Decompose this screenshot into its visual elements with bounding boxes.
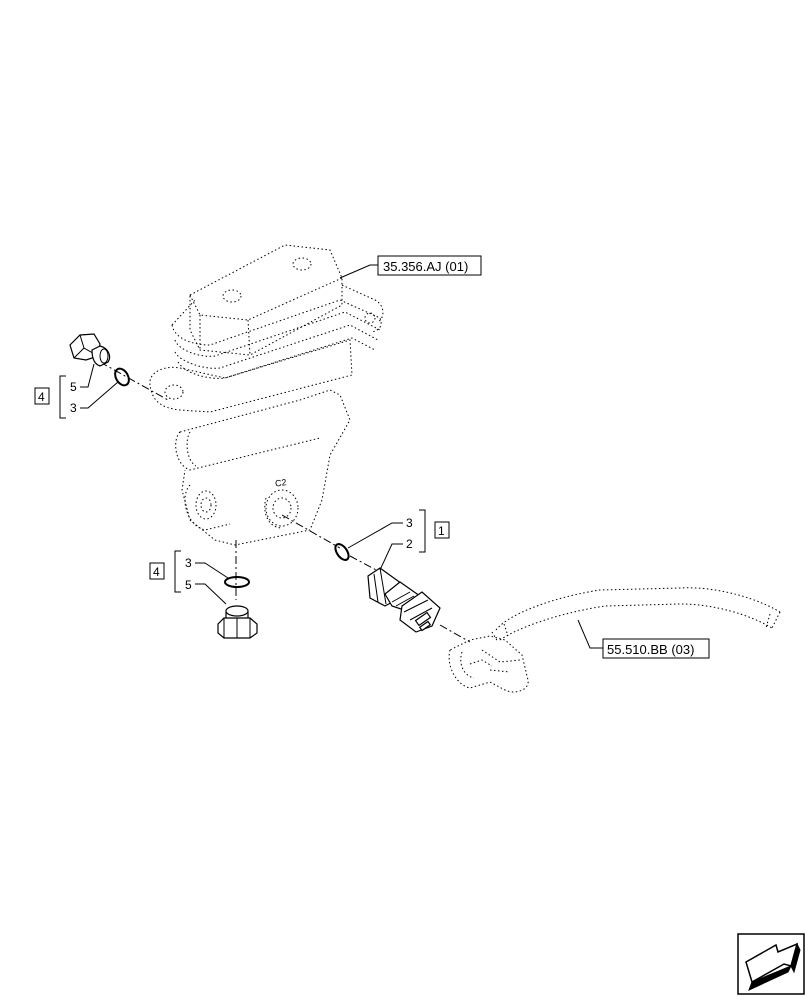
plug-lower: [217, 605, 258, 639]
callout-group-right: 1 3 2: [347, 509, 450, 571]
callout-group-upper: 4 5 3: [34, 363, 119, 419]
group-box-number: 4: [38, 390, 45, 404]
harness-ref-label: 55.510.BB (03): [607, 642, 694, 657]
item-number: 3: [185, 556, 192, 570]
group-box-number: 1: [438, 524, 445, 538]
o-ring-upper: [114, 367, 130, 387]
port-label: C2: [274, 477, 287, 489]
item-number: 3: [406, 516, 413, 530]
group-box-number: 4: [153, 565, 160, 579]
item-number: 3: [70, 401, 77, 415]
callout-harness-ref: 55.510.BB (03): [577, 619, 710, 659]
next-page-arrow-icon[interactable]: [737, 933, 805, 995]
o-ring-switch: [334, 543, 350, 561]
item-number: 5: [185, 578, 192, 592]
o-ring-lower: [224, 576, 250, 588]
callout-valve-ref: 35.356.AJ (01): [339, 255, 482, 279]
valve-body: C2: [149, 244, 384, 546]
item-number: 2: [406, 537, 413, 551]
wire-harness: [448, 587, 781, 693]
plug-upper: [69, 333, 111, 367]
center-lines: [99, 361, 471, 643]
callout-group-lower: 4 3 5: [149, 550, 229, 605]
item-number: 5: [70, 380, 77, 394]
valve-ref-label: 35.356.AJ (01): [383, 259, 468, 274]
pressure-switch: [367, 567, 441, 633]
